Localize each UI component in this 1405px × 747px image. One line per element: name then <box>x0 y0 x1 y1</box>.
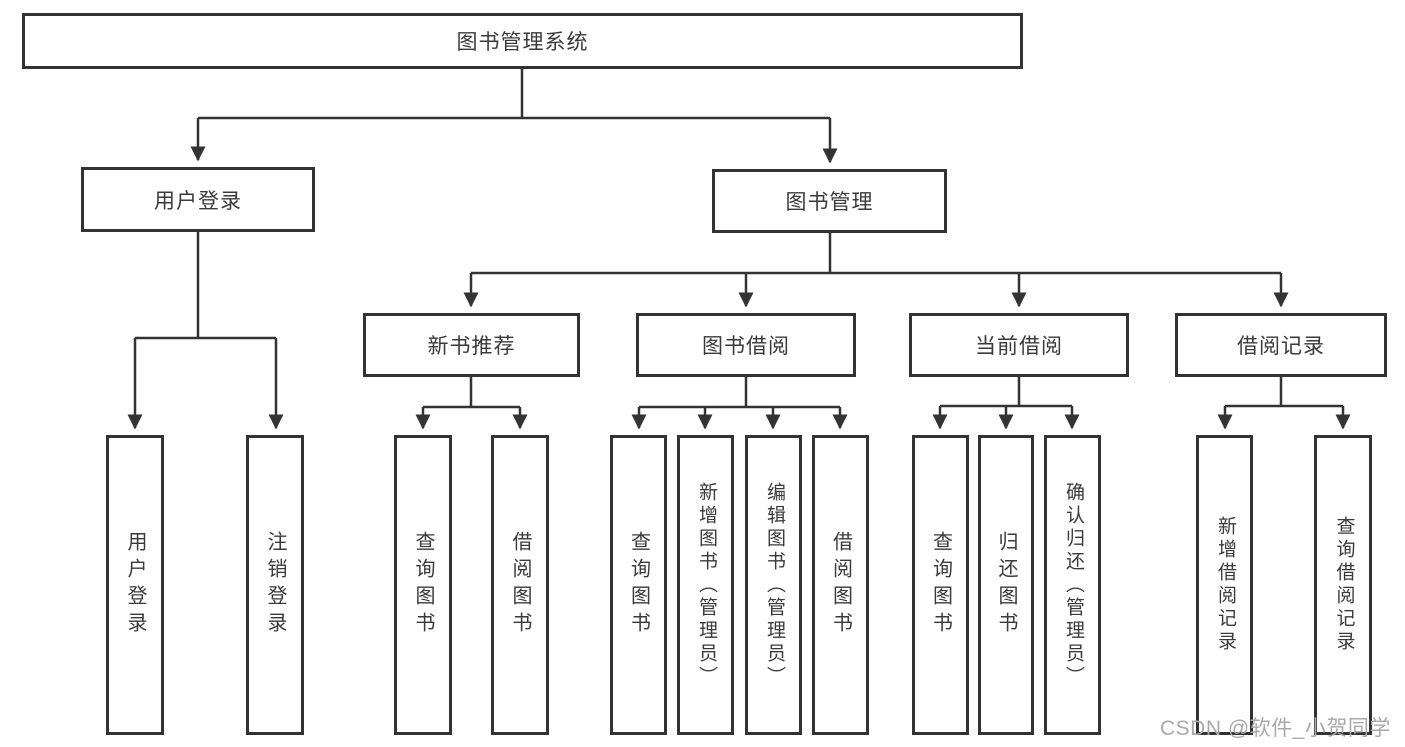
node-book-borrowing: 图书借阅 <box>636 313 856 377</box>
leaf-logout: 注销登录 <box>246 435 304 735</box>
node-label: 查询借阅记录 <box>1333 516 1355 654</box>
node-label: 查询图书 <box>929 531 952 639</box>
node-label: 用户登录 <box>154 189 242 213</box>
leaf-confirm-return-admin: 确认归还（管理员） <box>1044 435 1101 735</box>
node-root-library-system: 图书管理系统 <box>22 13 1023 69</box>
node-book-management: 图书管理 <box>712 169 947 233</box>
node-label: 借阅图书 <box>829 531 852 639</box>
leaf-edit-books-admin: 编辑图书（管理员） <box>745 435 802 735</box>
leaf-borrow-books-recommend: 借阅图书 <box>491 435 549 735</box>
node-label: 归还图书 <box>995 531 1017 639</box>
leaf-borrow-books: 借阅图书 <box>812 435 869 735</box>
node-label: 新增借阅记录 <box>1214 516 1236 654</box>
node-label: 新书推荐 <box>427 335 516 358</box>
node-current-borrowing: 当前借阅 <box>909 313 1129 377</box>
node-label: 用户登录 <box>124 531 146 639</box>
node-label: 借阅图书 <box>509 531 531 639</box>
node-label: 图书借阅 <box>702 335 790 358</box>
leaf-query-books-borrowing: 查询图书 <box>610 435 667 735</box>
node-label: 查询图书 <box>412 531 434 639</box>
leaf-add-books-admin: 新增图书（管理员） <box>677 435 734 735</box>
leaf-query-books-current: 查询图书 <box>912 435 969 735</box>
node-borrowing-records: 借阅记录 <box>1175 313 1387 377</box>
leaf-query-books-recommend: 查询图书 <box>394 435 452 735</box>
node-label: 查询图书 <box>627 531 650 639</box>
node-new-book-recommend: 新书推荐 <box>363 313 580 377</box>
node-label: 图书管理系统 <box>456 31 589 54</box>
node-label: 确认归还（管理员） <box>1062 481 1084 689</box>
leaf-query-borrow-record: 查询借阅记录 <box>1314 435 1372 735</box>
node-label: 编辑图书（管理员） <box>763 481 785 689</box>
leaf-return-books: 归还图书 <box>978 435 1034 735</box>
leaf-user-login: 用户登录 <box>106 435 164 735</box>
node-label: 注销登录 <box>264 531 286 639</box>
node-label: 借阅记录 <box>1237 335 1325 358</box>
leaf-add-borrow-record: 新增借阅记录 <box>1196 435 1253 735</box>
node-label: 新增图书（管理员） <box>695 481 717 689</box>
node-label: 图书管理 <box>785 191 874 214</box>
node-label: 当前借阅 <box>975 335 1063 358</box>
csdn-watermark: CSDN @软件_小贺同学 <box>1160 717 1391 740</box>
node-user-login: 用户登录 <box>81 167 315 232</box>
